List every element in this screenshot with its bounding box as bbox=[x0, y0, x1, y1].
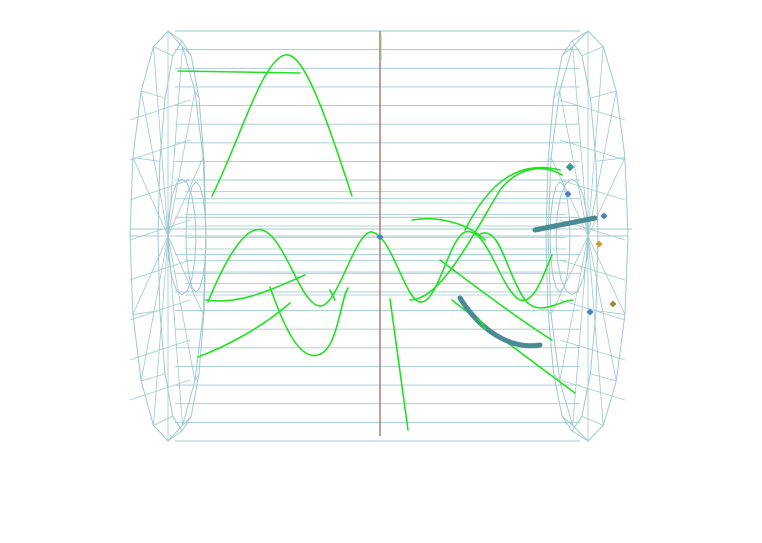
left-endcap-edge bbox=[182, 46, 192, 57]
particle-track bbox=[205, 274, 306, 302]
calorimeter-hits bbox=[376, 162, 617, 316]
left-endcap-spoke bbox=[167, 235, 204, 315]
right-endcap-edge bbox=[590, 90, 617, 99]
right-endcap-edge bbox=[571, 430, 589, 442]
right-endcap-edge bbox=[553, 373, 561, 382]
left-endcap-spoke bbox=[153, 235, 169, 426]
left-endcap-edge bbox=[194, 90, 200, 99]
left-endcap-edge bbox=[194, 373, 200, 382]
left-endcap-spoke bbox=[153, 46, 169, 237]
particle-tracks bbox=[177, 54, 576, 431]
left-endcap-edge bbox=[141, 373, 166, 382]
particle-track bbox=[389, 298, 409, 431]
left-endcap-spoke bbox=[167, 46, 183, 237]
particle-track bbox=[207, 228, 553, 307]
right-endcap-strut bbox=[559, 99, 626, 121]
right-endcap-edge bbox=[571, 30, 589, 42]
particle-track bbox=[197, 302, 291, 358]
left-endcap-edge bbox=[141, 90, 166, 99]
right-endcap-spoke bbox=[587, 235, 617, 382]
right-endcap-spoke bbox=[550, 235, 589, 315]
particle-track bbox=[177, 70, 301, 74]
right-inner-bore-ring bbox=[555, 178, 589, 296]
left-endcap-strut bbox=[129, 259, 191, 281]
right-endcap-spoke bbox=[587, 46, 604, 237]
particle-track bbox=[329, 289, 336, 301]
right-endcap-spoke bbox=[587, 157, 626, 237]
right-endcap-spoke bbox=[587, 90, 617, 237]
right-endcap-strut bbox=[559, 259, 626, 281]
right-endcap-strut bbox=[559, 139, 626, 161]
left-endcap-edge bbox=[153, 46, 173, 57]
left-endcap-edge bbox=[167, 30, 183, 42]
right-endcap-edge bbox=[595, 310, 626, 315]
left-endcap-strut bbox=[129, 139, 191, 161]
left-endcap-strut bbox=[129, 299, 191, 321]
right-endcap-strut bbox=[559, 339, 626, 361]
calorimeter-hit bbox=[376, 233, 384, 241]
left-endcap-spoke bbox=[167, 235, 196, 382]
particle-track bbox=[211, 54, 353, 197]
particle-track bbox=[409, 168, 563, 301]
right-endcap-spoke bbox=[559, 235, 589, 382]
particle-track bbox=[269, 286, 349, 357]
right-endcap-edge bbox=[561, 46, 573, 57]
left-endcap-edge bbox=[182, 415, 192, 426]
calorimeter-hit bbox=[595, 240, 603, 248]
particle-track bbox=[451, 299, 576, 394]
right-endcap-strut bbox=[559, 179, 626, 201]
right-endcap-spoke bbox=[587, 235, 626, 315]
calorimeter-hit bbox=[586, 308, 594, 316]
left-endcap-strut bbox=[129, 179, 191, 201]
right-endcap-edge bbox=[595, 157, 626, 162]
right-endcap-spoke bbox=[572, 46, 589, 237]
cluster-track-overlay bbox=[477, 317, 487, 331]
cluster-bar bbox=[532, 215, 598, 233]
left-endcap-edge bbox=[202, 157, 205, 162]
right-endcap-edge bbox=[581, 46, 604, 57]
left-endcap-spoke bbox=[140, 235, 169, 382]
left-endcap-edge bbox=[153, 415, 173, 426]
left-endcap-strut bbox=[129, 99, 191, 121]
left-endcap-spoke bbox=[140, 90, 169, 237]
right-endcap-edge bbox=[553, 90, 561, 99]
calorimeter-hit bbox=[600, 212, 608, 220]
left-endcap-spoke bbox=[167, 235, 183, 426]
left-inner-bore-ring bbox=[167, 178, 197, 296]
left-endcap-edge bbox=[202, 310, 205, 315]
left-endcap-spoke bbox=[167, 157, 204, 237]
axis-lines bbox=[379, 31, 382, 436]
right-endcap-edge bbox=[561, 415, 573, 426]
right-endcap-edge bbox=[547, 157, 552, 162]
particle-track bbox=[464, 166, 561, 231]
particle-track bbox=[411, 217, 486, 241]
left-endcap-spoke bbox=[167, 90, 196, 237]
calorimeter-hit bbox=[564, 190, 572, 198]
right-endcap-strut bbox=[559, 379, 626, 401]
left-endcap-spoke bbox=[132, 235, 169, 315]
left-endcap-spoke bbox=[132, 157, 169, 237]
left-endcap-strut bbox=[129, 339, 191, 361]
calorimeter-hit bbox=[565, 162, 575, 172]
particle-track bbox=[479, 232, 574, 309]
calorimeter-hit bbox=[609, 300, 617, 308]
right-endcap-edge bbox=[547, 310, 552, 315]
right-endcap-spoke bbox=[587, 235, 604, 426]
right-endcap-edge bbox=[581, 415, 604, 426]
left-endcap-strut bbox=[129, 379, 191, 401]
right-endcap-edge bbox=[590, 373, 617, 382]
left-endcap-strut bbox=[129, 219, 191, 241]
left-endcap-edge bbox=[132, 157, 160, 162]
right-endcap-strut bbox=[559, 299, 626, 321]
particle-track bbox=[439, 259, 553, 341]
cluster-bar bbox=[457, 295, 543, 349]
left-endcap-edge bbox=[167, 430, 183, 442]
right-endcap-spoke bbox=[559, 90, 589, 237]
energy-clusters bbox=[457, 215, 598, 349]
